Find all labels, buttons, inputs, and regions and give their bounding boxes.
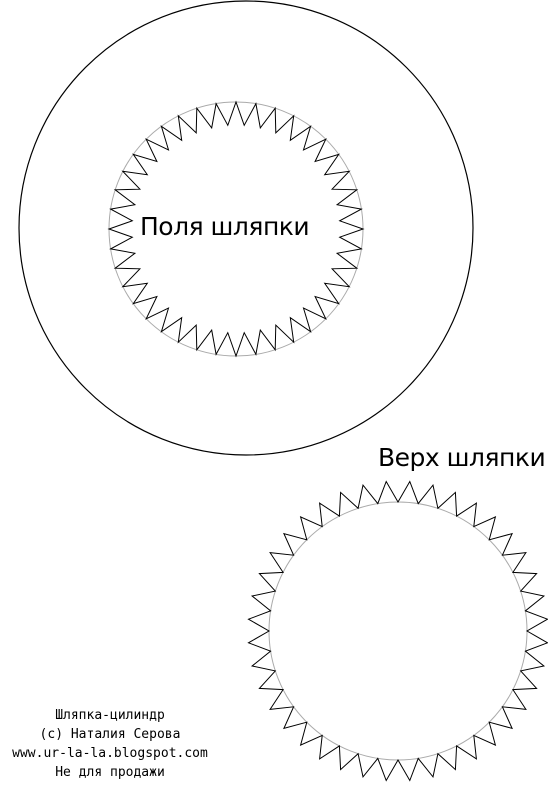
credits-website: www.ur-la-la.blogspot.com [12, 746, 208, 761]
top-fold-circle [268, 501, 528, 761]
brim-label: Поля шляпки [140, 212, 310, 241]
credits-author: (с) Наталия Серова [39, 727, 181, 742]
credits-notice: Не для продажи [55, 765, 165, 780]
top-label: Верх шляпки [378, 443, 546, 472]
brim-outer-circle [18, 0, 474, 456]
top-zigzag-tabs [247, 480, 548, 782]
credits-title: Шляпка-цилиндр [55, 708, 165, 723]
brim-zigzag-tabs [107, 100, 365, 358]
credits-block: Шляпка-цилиндр (с) Наталия Серова www.ur… [0, 706, 220, 782]
